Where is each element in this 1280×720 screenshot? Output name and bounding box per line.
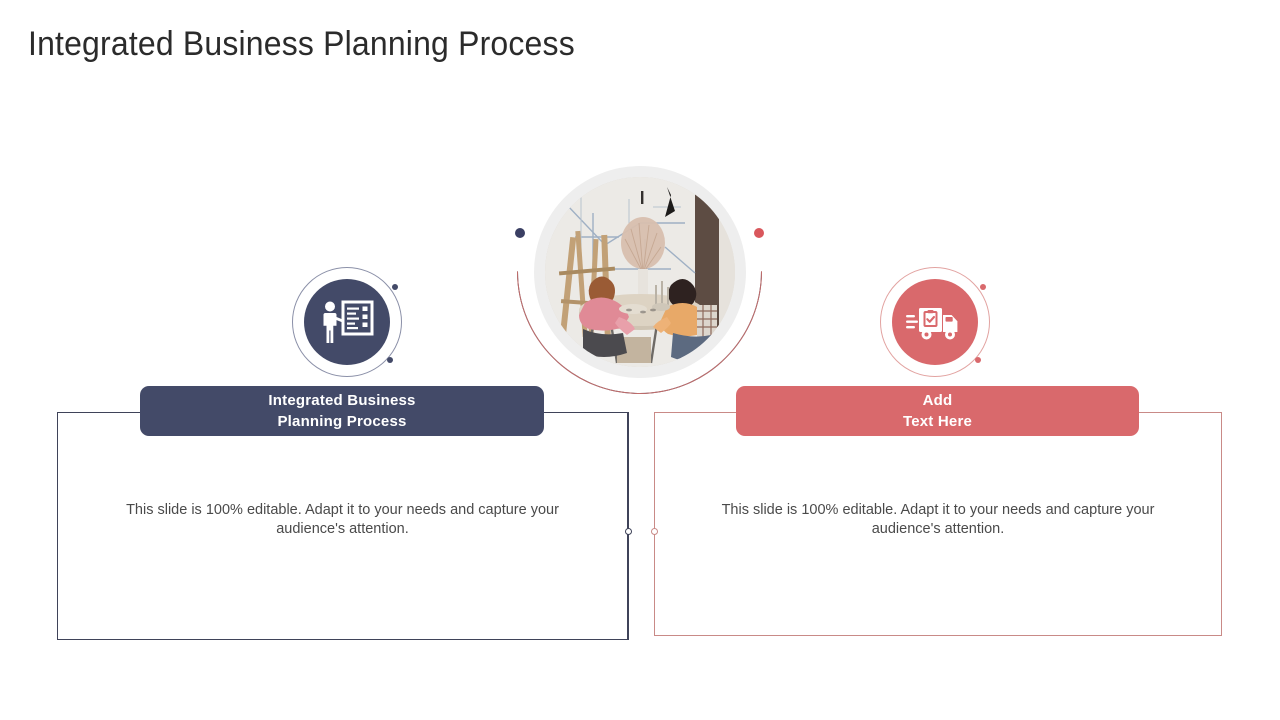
left-content-card: This slide is 100% editable. Adapt it to… (57, 412, 628, 640)
right-stem-marker-dot (651, 528, 658, 535)
right-content-card: This slide is 100% editable. Adapt it to… (654, 412, 1222, 636)
right-title-badge[interactable]: Add Text Here (736, 386, 1139, 436)
right-badge-line-1: Add (922, 392, 953, 409)
left-ring-dot-top (392, 284, 398, 290)
center-photo-frame (534, 166, 746, 378)
right-connector-stem (654, 412, 655, 636)
left-badge-line-1: Integrated Business (268, 392, 416, 409)
left-card-body-text: This slide is 100% editable. Adapt it to… (126, 502, 559, 537)
left-badge-line-2: Planning Process (277, 413, 407, 430)
right-arc-cap-dot (754, 228, 764, 238)
right-badge-line-2: Text Here (902, 413, 973, 430)
left-icon-node[interactable] (292, 267, 402, 377)
left-stem-marker-dot (625, 528, 632, 535)
center-photo (545, 177, 735, 367)
left-arc-cap-dot (515, 228, 525, 238)
right-icon-node[interactable] (880, 267, 990, 377)
left-title-badge[interactable]: Integrated Business Planning Process (140, 386, 544, 436)
left-connector-stem (628, 412, 629, 640)
page-title: Integrated Business Planning Process (28, 25, 575, 63)
left-ring-dot-bottom (387, 357, 393, 363)
right-icon-ring (880, 267, 990, 377)
delivery-truck-checklist-icon (892, 279, 978, 365)
right-ring-dot-bottom (975, 357, 981, 363)
left-icon-ring (292, 267, 402, 377)
right-card-body-text: This slide is 100% editable. Adapt it to… (721, 502, 1155, 537)
right-ring-dot-top (980, 284, 986, 290)
presentation-board-person-icon (304, 279, 390, 365)
